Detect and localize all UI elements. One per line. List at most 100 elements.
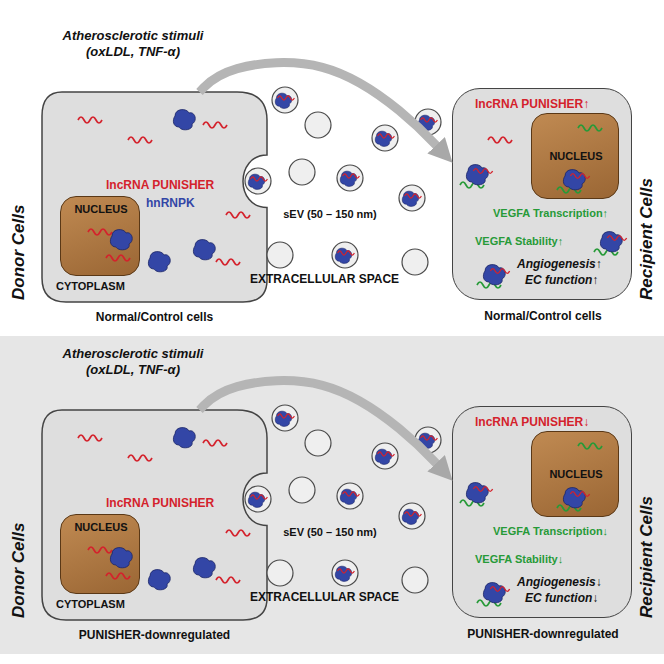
rna-strand bbox=[78, 435, 102, 441]
vesicle bbox=[399, 185, 425, 211]
nucleus-label: NUCLEUS bbox=[61, 521, 141, 534]
protein-blob bbox=[248, 492, 264, 507]
rna-strand bbox=[226, 212, 250, 218]
transfer-arrow bbox=[200, 381, 442, 469]
cell-state-label: PUNISHER-downregulated bbox=[453, 627, 633, 641]
rna-strand bbox=[570, 492, 589, 497]
rna-strand bbox=[251, 495, 268, 499]
rna-strand bbox=[421, 436, 438, 440]
vegfa-label: VEGFA Stability↓ bbox=[475, 553, 563, 566]
vesicle bbox=[305, 112, 331, 138]
effect-label: Angiogenesis↑ bbox=[517, 257, 602, 271]
nucleus-label: NUCLEUS bbox=[532, 468, 620, 481]
protein-blob bbox=[173, 110, 195, 130]
side-label: Recipient Cells bbox=[637, 418, 659, 618]
cell-state-label: Normal/Control cells bbox=[42, 310, 267, 324]
vegfa-label: VEGFA Transcription↑ bbox=[493, 207, 608, 220]
rna-strand bbox=[78, 117, 102, 123]
stimuli-label: Atherosclerotic stimuli (oxLDL, TNF-α) bbox=[46, 28, 220, 59]
protein-blob bbox=[275, 93, 291, 108]
stimuli-label: Atherosclerotic stimuli (oxLDL, TNF-α) bbox=[46, 346, 220, 377]
vesicle-label: sEV (50 – 150 nm) bbox=[280, 526, 380, 539]
rna-strand bbox=[405, 512, 422, 516]
vegfa-label: VEGFA Transcription↓ bbox=[493, 525, 608, 538]
rna-label: lncRNA PUNISHER bbox=[106, 496, 214, 510]
rna-strand bbox=[278, 414, 295, 418]
protein-blob bbox=[563, 488, 585, 508]
donor-cell: NUCLEUSlncRNA PUNISHERhnRNPKCYTOPLASMNor… bbox=[42, 92, 267, 302]
protein-blob bbox=[483, 583, 505, 603]
protein-blob bbox=[402, 509, 418, 524]
protein-blob bbox=[110, 548, 132, 568]
rna-strand bbox=[607, 236, 626, 241]
panel-band: NUCLEUS lncRNA PUNISHER hnRNPK CYTOPLASM Nor… bbox=[0, 0, 664, 334]
nucleus-label: NUCLEUS bbox=[532, 150, 620, 163]
rna-strand bbox=[203, 440, 227, 446]
side-label: Donor Cells bbox=[9, 100, 31, 300]
protein-blob bbox=[466, 483, 488, 503]
vesicle bbox=[245, 168, 271, 194]
vesicle bbox=[289, 159, 315, 185]
protein-blob bbox=[335, 566, 351, 581]
space-label: EXTRACELLULAR SPACE bbox=[250, 272, 399, 286]
compartment-label: CYTOPLASM bbox=[56, 280, 125, 293]
rna-strand bbox=[490, 269, 509, 274]
rna-strand bbox=[226, 530, 250, 536]
rna-strand bbox=[106, 573, 130, 579]
transfer-arrow bbox=[200, 63, 442, 151]
protein-blob bbox=[248, 174, 264, 189]
protein-label: hnRNPK bbox=[146, 196, 195, 210]
nucleus-label: NUCLEUS bbox=[61, 203, 141, 216]
vesicle bbox=[272, 87, 298, 113]
space-label: EXTRACELLULAR SPACE bbox=[250, 590, 399, 604]
protein-blob bbox=[193, 558, 215, 578]
panel-illustration bbox=[78, 405, 602, 606]
rna-strand bbox=[278, 96, 295, 100]
protein-blob bbox=[148, 252, 170, 272]
vesicle bbox=[289, 477, 315, 503]
rna-strand bbox=[343, 174, 360, 178]
rna-strand bbox=[473, 487, 492, 492]
recipient-cell: NUCLEUSlncRNA PUNISHER↑VEGFA Transcripti… bbox=[452, 88, 632, 300]
rna-strand bbox=[490, 587, 509, 592]
protein-blob bbox=[375, 131, 391, 146]
protein-blob bbox=[402, 191, 418, 206]
vesicle bbox=[245, 486, 271, 512]
protein-blob bbox=[340, 489, 356, 504]
effect-label: EC function↑ bbox=[525, 273, 598, 287]
vesicle bbox=[337, 483, 363, 509]
vesicle bbox=[305, 430, 331, 456]
protein-blob bbox=[600, 232, 622, 252]
effect-label: EC function↓ bbox=[525, 591, 598, 605]
protein-blob bbox=[173, 428, 195, 448]
protein-blob bbox=[148, 570, 170, 590]
vesicle bbox=[372, 125, 398, 151]
vesicle bbox=[267, 560, 293, 586]
protein-blob bbox=[466, 165, 488, 185]
protein-blob bbox=[340, 171, 356, 186]
rna-strand bbox=[343, 492, 360, 496]
rna-strand bbox=[338, 251, 355, 255]
rna-strand bbox=[421, 118, 438, 122]
rna-strand bbox=[488, 137, 512, 143]
rna-strand bbox=[251, 177, 268, 181]
cell-membrane bbox=[42, 92, 267, 302]
rna-strand bbox=[128, 137, 152, 143]
vesicle bbox=[399, 503, 425, 529]
side-label: Donor Cells bbox=[9, 418, 31, 618]
cell-state-label: Normal/Control cells bbox=[453, 309, 633, 323]
rna-strand bbox=[405, 194, 422, 198]
rna-strand bbox=[378, 452, 395, 456]
rna-strand bbox=[203, 122, 227, 128]
vegfa-label: VEGFA Stability↑ bbox=[475, 235, 563, 248]
side-label: Recipient Cells bbox=[637, 100, 659, 300]
donor-cell: NUCLEUSlncRNA PUNISHERCYTOPLASMPUNISHER-… bbox=[42, 410, 267, 620]
rna-label: lncRNA PUNISHER bbox=[106, 178, 214, 192]
cell-state-label: PUNISHER-downregulated bbox=[42, 628, 267, 642]
rna-label: lncRNA PUNISHER↓ bbox=[475, 415, 589, 429]
protein-blob bbox=[193, 240, 215, 260]
vesicle bbox=[272, 405, 298, 431]
protein-blob bbox=[275, 411, 291, 426]
vesicle bbox=[332, 560, 358, 586]
protein-blob bbox=[563, 170, 585, 190]
